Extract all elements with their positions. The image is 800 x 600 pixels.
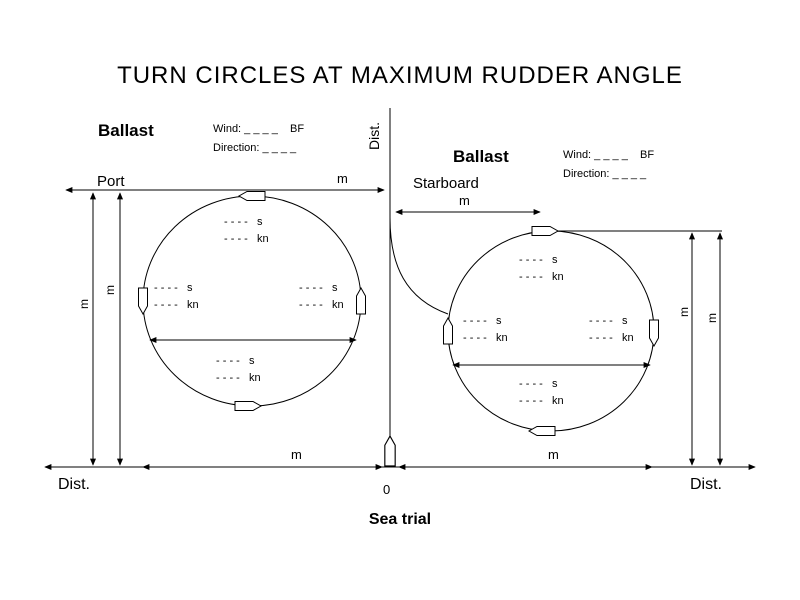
starboard-direction-field: Direction: _ _ _ _ [563, 168, 647, 180]
port-left-speed: - - - - kn [154, 299, 199, 311]
port-vertical-outer-m-label: m [77, 299, 91, 309]
sea-trial-ship-icon [384, 435, 396, 467]
starboard-entry-curve [389, 217, 449, 315]
page-title: TURN CIRCLES AT MAXIMUM RUDDER ANGLE [117, 62, 683, 89]
port-advance-m-label: m [337, 171, 348, 186]
sea-trial-caption: Sea trial [368, 511, 432, 528]
starboard-condition-label: Ballast [453, 147, 509, 166]
starboard-bottom-time: - - - - s [519, 378, 558, 390]
ship-icon [443, 317, 453, 345]
port-direction-field: Direction: _ _ _ _ [213, 142, 297, 154]
port-top-time: - - - - s [224, 216, 263, 228]
ship-icon [531, 226, 559, 236]
starboard-top-time: - - - - s [519, 254, 558, 266]
top-distance-axis-label: Dist. [366, 122, 382, 150]
bottom-left-distance-label: Dist. [58, 476, 90, 493]
port-wind-field: Wind: _ _ _ _ BF [213, 123, 305, 135]
starboard-vertical-inner-m-label: m [677, 307, 691, 317]
starboard-right-time: - - - - s [589, 315, 628, 327]
ship-icon [356, 287, 366, 315]
starboard-bottom-m-label: m [548, 447, 559, 462]
ship-icon [138, 287, 148, 315]
starboard-left-time: - - - - s [463, 315, 502, 327]
ship-icon [649, 319, 659, 347]
ship-icon [238, 191, 266, 201]
port-bottom-time: - - - - s [216, 355, 255, 367]
starboard-right-speed: - - - - kn [589, 332, 634, 344]
starboard-bottom-speed: - - - - kn [519, 395, 564, 407]
starboard-left-speed: - - - - kn [463, 332, 508, 344]
starboard-transfer-m-label: m [459, 193, 470, 208]
port-bottom-speed: - - - - kn [216, 372, 261, 384]
starboard-top-speed: - - - - kn [519, 271, 564, 283]
starboard-wind-field: Wind: _ _ _ _ BF [563, 149, 655, 161]
port-right-speed: - - - - kn [299, 299, 344, 311]
origin-label: 0 [383, 482, 391, 497]
starboard-side-label: Starboard [413, 175, 479, 192]
port-left-time: - - - - s [154, 282, 193, 294]
starboard-vertical-outer-m-label: m [705, 313, 719, 323]
port-vertical-inner-m-label: m [103, 285, 117, 295]
bottom-right-distance-label: Dist. [690, 476, 722, 493]
port-bottom-m-label: m [291, 447, 302, 462]
port-top-speed: - - - - kn [224, 233, 269, 245]
ship-icon [234, 401, 262, 411]
port-side-label: Port [97, 173, 125, 190]
port-condition-label: Ballast [98, 121, 154, 140]
ship-icon [528, 426, 556, 436]
port-right-time: - - - - s [299, 282, 338, 294]
